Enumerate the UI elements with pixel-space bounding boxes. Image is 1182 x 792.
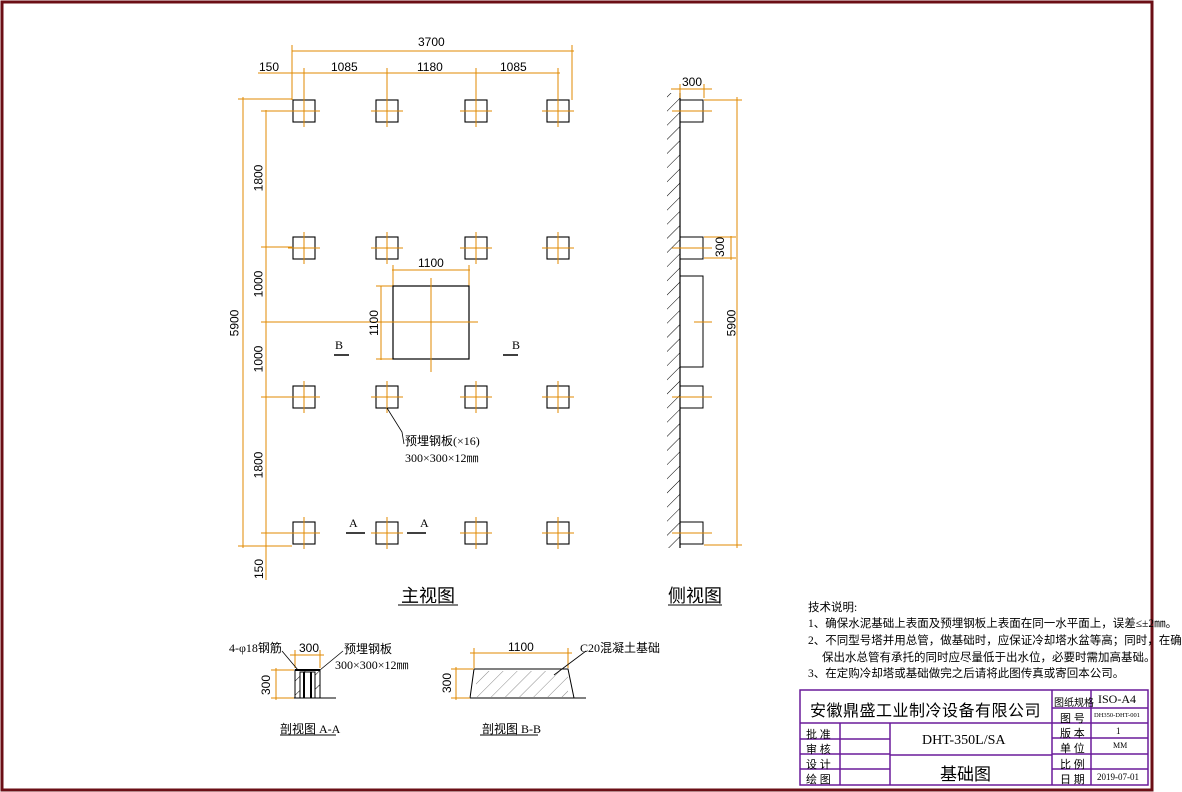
embedded-plate [371, 232, 403, 264]
side-dim-plate: 300 [713, 236, 728, 258]
tb-label-unit: 单 位 [1060, 743, 1085, 755]
dim-left-overall: 5900 [227, 309, 242, 337]
section-bb-drawing [451, 648, 587, 736]
dim-left-seg1: 1800 [251, 164, 266, 192]
notes-line2: 2、不同型号塔并用总管，做基础时，应保证冷却塔水盆等高；同时，在确 [808, 635, 1182, 647]
section-b-markers [334, 354, 518, 534]
tb-company: 安徽鼎盛工业制冷设备有限公司 [810, 703, 1042, 720]
section-a-right-label: A [420, 516, 429, 530]
embedded-plate [371, 517, 403, 549]
side-view-drawing [667, 84, 742, 548]
embedded-plate [371, 95, 403, 127]
outer-frame [0, 0, 1154, 792]
embedded-plate [542, 95, 574, 127]
tb-label-design: 设 计 [806, 759, 831, 771]
title-block-lines [799, 689, 1149, 786]
embedded-plate [460, 232, 492, 264]
notes-line3: 保出水总管有承托的同时应尽量低于出水位，必要时需加高基础。 [822, 652, 1156, 664]
dim-center-width: 1100 [418, 256, 444, 270]
dim-top-seg4: 1085 [500, 60, 527, 74]
section-bb-title: 剖视图 B-B [482, 722, 542, 736]
dim-center-height: 1100 [366, 310, 381, 336]
tb-value-unit: MM [1113, 741, 1128, 750]
tb-drawing-name: 基础图 [940, 765, 991, 784]
embedded-plate [542, 381, 574, 413]
dim-top-seg1: 150 [259, 60, 280, 74]
dim-left-seg2: 1000 [251, 270, 266, 298]
notes-line4: 3、在定购冷却塔或基础做完之后请将此图传真或寄回本公司。 [808, 668, 1125, 680]
concrete-fill [476, 671, 568, 697]
bb-dim-height: 300 [440, 672, 455, 694]
embedded-plates [288, 95, 574, 549]
notes-heading: 技术说明: [808, 602, 858, 614]
section-b-right-label: B [512, 338, 521, 352]
dim-top-seg2: 1085 [331, 60, 358, 74]
tb-label-paper: 图纸规格 [1054, 698, 1094, 709]
drawing-canvas [0, 0, 1154, 792]
tb-label-version: 版 本 [1060, 728, 1085, 740]
embedded-plate [288, 95, 320, 127]
section-b-left-label: B [335, 338, 344, 352]
tb-label-number: 图 号 [1060, 713, 1085, 725]
plate-leader [386, 407, 405, 445]
tb-value-paper: ISO-A4 [1098, 692, 1136, 706]
aa-dim-height: 300 [259, 674, 274, 696]
tb-label-date: 日 期 [1060, 774, 1085, 786]
embedded-plate [288, 517, 320, 549]
embedded-plate [460, 381, 492, 413]
main-view-title: 主视图 [401, 586, 455, 606]
embedded-plate [460, 517, 492, 549]
dim-top-overall: 3700 [418, 35, 445, 49]
plate-label-line2: 300×300×12㎜ [405, 451, 479, 465]
dim-top-seg3: 1180 [417, 60, 443, 74]
side-dim-overall: 5900 [724, 309, 739, 337]
side-view-title: 侧视图 [668, 586, 722, 606]
embedded-plate [288, 381, 320, 413]
dim-left-seg3: 1000 [251, 345, 266, 373]
notes-line1: 1、确保水泥基础上表面及预埋钢板上表面在同一水平面上，误差≤±2㎜。 [808, 618, 1178, 630]
bb-dim-width: 1100 [508, 640, 534, 654]
aa-rebar-label: 4-φ18钢筋 [229, 641, 282, 655]
embedded-plate [460, 95, 492, 127]
plate-label-line1: 预埋钢板(×16) [405, 434, 480, 448]
aa-plate-size: 300×300×12㎜ [335, 658, 409, 672]
main-view-dimensions [238, 45, 574, 580]
tb-value-version: 1 [1116, 726, 1121, 736]
tb-label-approve: 批 准 [806, 729, 831, 741]
tb-label-draw: 绘 图 [806, 774, 831, 786]
tb-label-review: 审 核 [806, 744, 831, 756]
aa-plate-label: 预埋钢板 [344, 642, 393, 656]
embedded-plate [542, 232, 574, 264]
section-a-left-label: A [349, 516, 358, 530]
tb-label-scale: 比 例 [1060, 759, 1085, 771]
section-aa-title: 剖视图 A-A [280, 722, 341, 736]
tb-value-date: 2019-07-01 [1097, 772, 1139, 782]
tb-value-number: DH350-DHT-001 [1094, 712, 1140, 719]
embedded-plate [288, 232, 320, 264]
section-aa-drawing [271, 650, 344, 736]
side-dim-top: 300 [682, 75, 703, 89]
bb-concrete-label: C20混凝土基础 [580, 641, 661, 655]
tb-model: DHT-350L/SA [922, 733, 1006, 748]
side-wall-hatch [667, 93, 680, 548]
center-crosshair [384, 278, 478, 372]
embedded-plate [542, 517, 574, 549]
dim-left-seg5: 150 [252, 558, 267, 580]
dim-left-seg4: 1800 [251, 451, 266, 479]
aa-dim-width: 300 [299, 641, 320, 655]
